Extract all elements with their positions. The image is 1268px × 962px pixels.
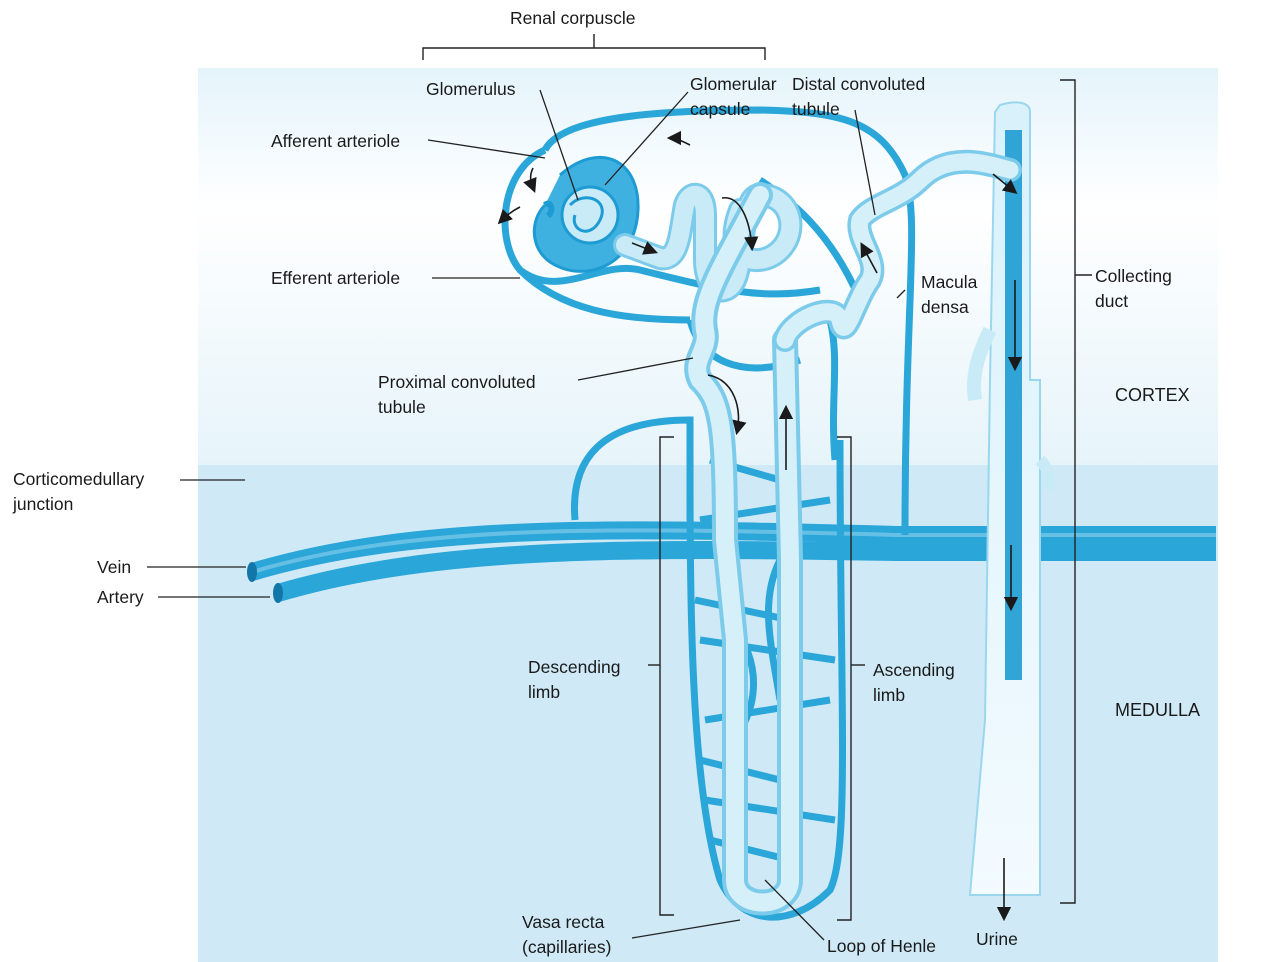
vein-label: Vein — [97, 555, 131, 580]
collecting-duct-label: Collecting duct — [1095, 264, 1172, 314]
corticomedullary-junction-label: Corticomedullary junction — [13, 467, 144, 517]
macula-densa-label: Macula densa — [921, 270, 977, 320]
glomerular-capsule-label: Glomerular capsule — [690, 72, 777, 122]
glomerulus-label: Glomerulus — [426, 77, 515, 102]
vasa-recta-label: Vasa recta (capillaries) — [522, 910, 611, 960]
descending-limb-label: Descending limb — [528, 655, 620, 705]
distal-convoluted-tubule-label: Distal convoluted tubule — [792, 72, 925, 122]
efferent-arteriole-label: Efferent arteriole — [271, 266, 400, 291]
cortex-label: CORTEX — [1115, 383, 1190, 408]
afferent-arteriole-label: Afferent arteriole — [271, 129, 400, 154]
ascending-limb-label: Ascending limb — [873, 658, 955, 708]
artery-label: Artery — [97, 585, 144, 610]
proximal-convoluted-tubule-label: Proximal convoluted tubule — [378, 370, 536, 420]
urine-label: Urine — [976, 927, 1018, 952]
loop-of-henle-label: Loop of Henle — [827, 934, 936, 959]
renal-corpuscle-label: Renal corpuscle — [510, 6, 635, 31]
medulla-label: MEDULLA — [1115, 698, 1200, 723]
